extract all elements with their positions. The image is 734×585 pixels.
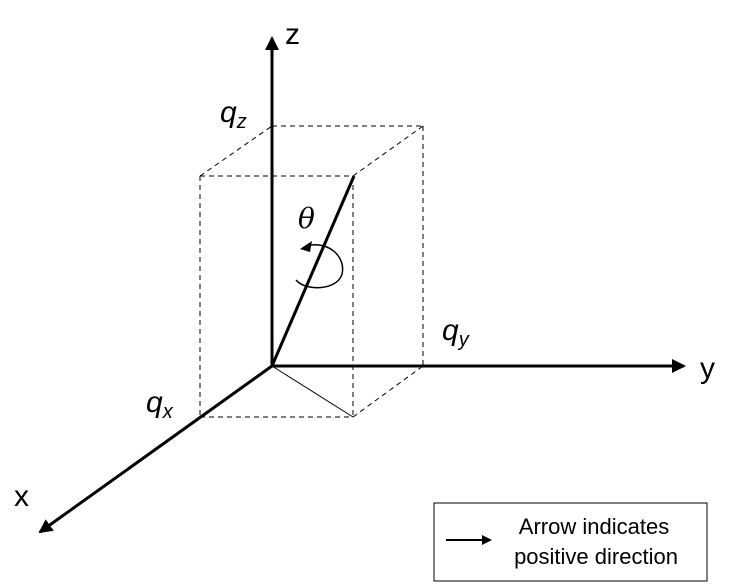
theta-label: θ: [298, 202, 315, 235]
z-axis-label: z: [285, 18, 300, 51]
legend-line-1: Arrow indicates: [519, 514, 669, 539]
rotation-arrow-icon: [300, 241, 312, 252]
legend-box: [433, 502, 708, 582]
qx-label: qx: [146, 386, 174, 423]
x-axis-label: x: [14, 480, 29, 513]
x-axis: [38, 364, 273, 534]
rotation-arc: [295, 244, 344, 289]
resultant-vector: [270, 175, 356, 367]
projection-line: [271, 365, 354, 418]
legend: Arrow indicates positive direction: [433, 502, 708, 582]
qz-label: qz: [220, 96, 247, 133]
legend-line-2: positive direction: [514, 544, 678, 569]
qy-label: qy: [442, 314, 470, 351]
dashed-box: [199, 125, 424, 418]
y-axis-label: y: [700, 352, 715, 385]
